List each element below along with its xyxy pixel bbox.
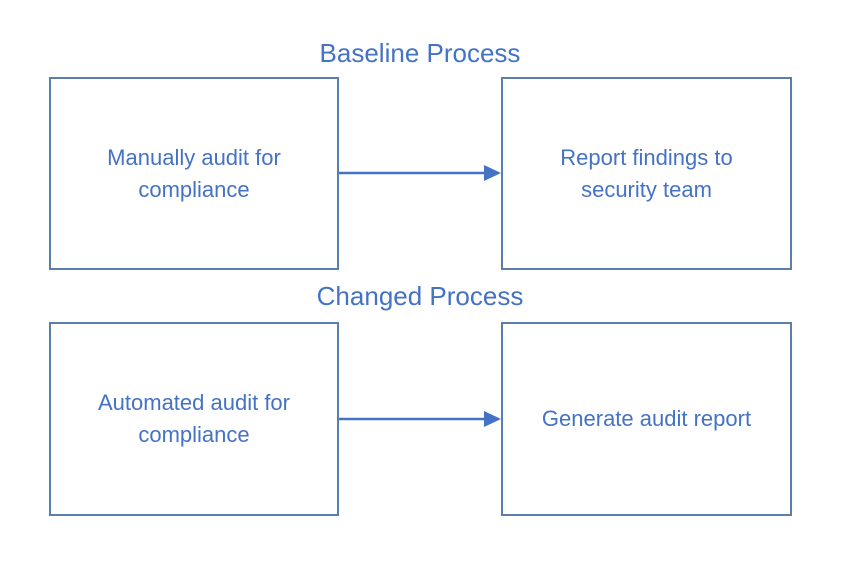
changed-step-generate-report-box: Generate audit report (501, 322, 792, 516)
baseline-step-report-findings-box: Report findings to security team (501, 77, 792, 270)
changed-flow-arrow (339, 411, 501, 427)
changed-step-generate-report-label: Generate audit report (541, 406, 752, 431)
baseline-process-title: Baseline Process (319, 38, 521, 68)
baseline-flow-arrow (339, 165, 501, 181)
changed-step-automated-audit-label: Automated audit for compliance (97, 390, 290, 447)
changed-process-title: Changed Process (316, 281, 524, 311)
baseline-step-report-findings-label: Report findings to security team (560, 144, 733, 202)
changed-step-automated-audit-box: Automated audit for compliance (49, 322, 339, 516)
baseline-step-manual-audit-box: Manually audit for compliance (49, 77, 339, 270)
baseline-step-manual-audit-label: Manually audit for compliance (107, 144, 281, 202)
